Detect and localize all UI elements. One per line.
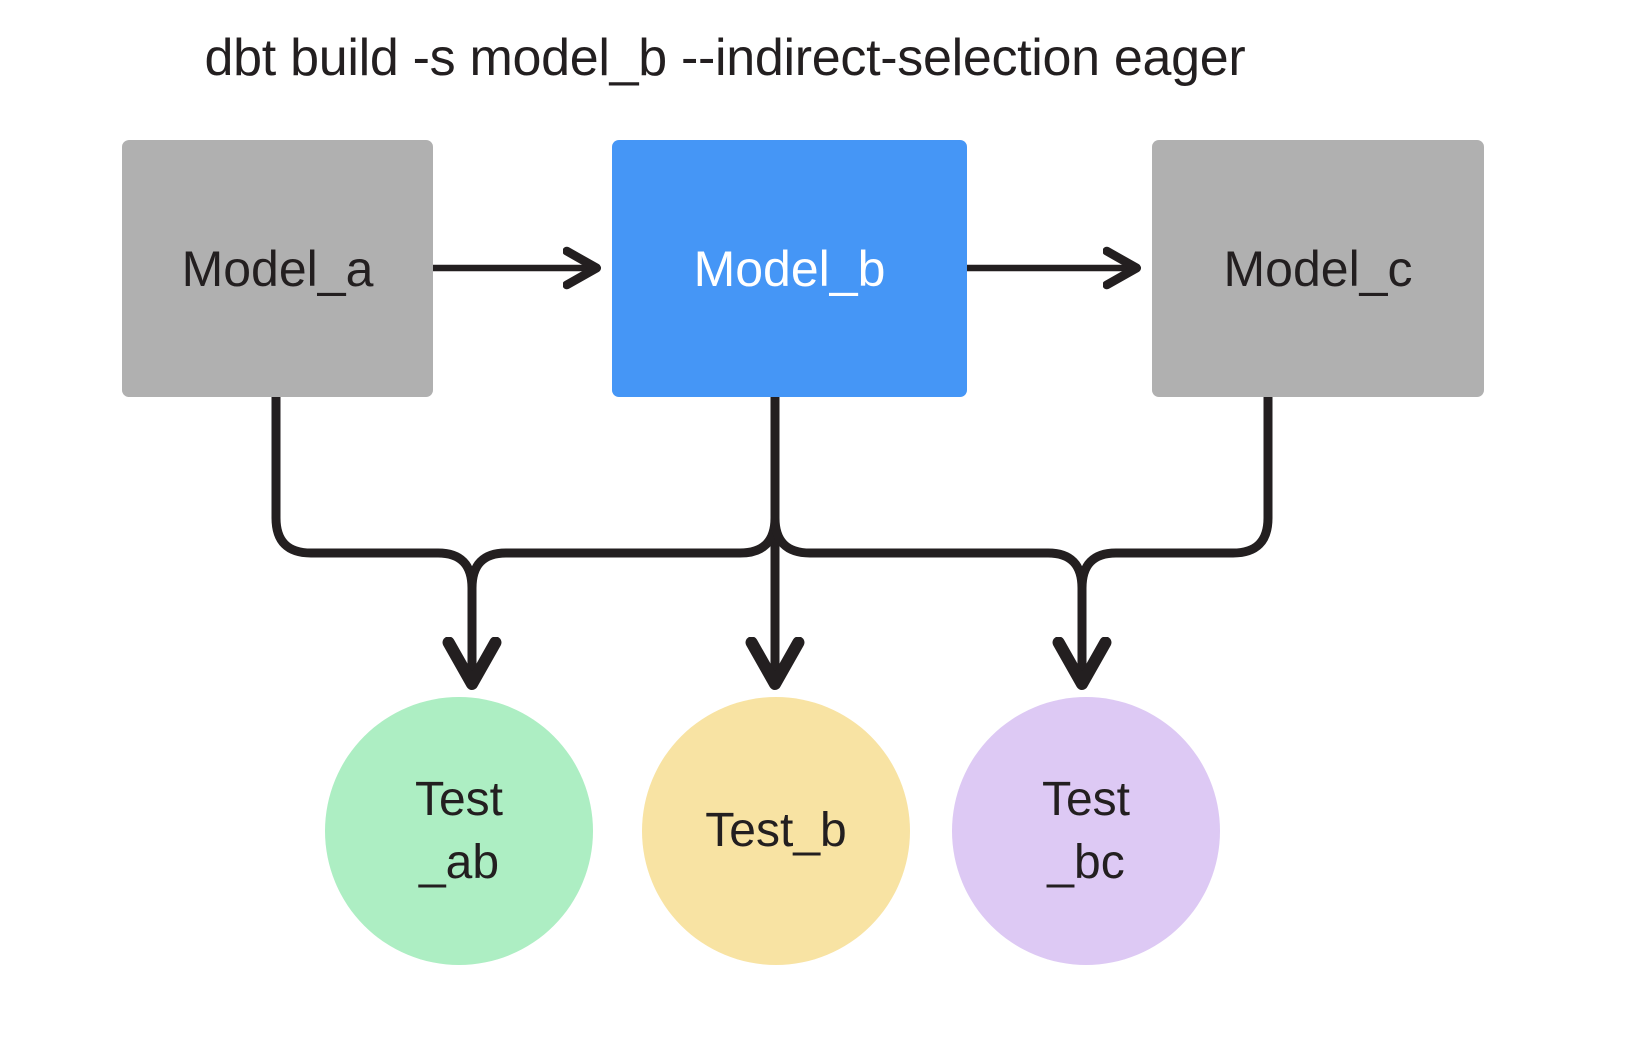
node-test-bc[interactable]: Test _bc (952, 697, 1220, 965)
edge-model-a-to-test-ab (271, 397, 472, 683)
node-model-c-label: Model_c (1223, 240, 1413, 297)
node-test-ab-label-line1: Test (414, 772, 504, 826)
node-test-ab-label-line2: _ab (418, 836, 500, 889)
edge-model-b-to-test-bc (770, 397, 1082, 683)
node-test-b[interactable]: Test_b (642, 697, 910, 965)
edge-model-b-to-test-ab (467, 397, 780, 589)
node-model-c[interactable]: Model_c (1152, 140, 1484, 397)
diagram-title: dbt build -s model_b --indirect-selectio… (204, 29, 1246, 87)
node-test-bc-label-line2: _bc (1047, 836, 1125, 889)
edge-model-c-to-test-bc (1077, 397, 1273, 589)
node-model-b-label: Model_b (693, 240, 886, 297)
node-test-ab[interactable]: Test _ab (325, 697, 593, 965)
node-model-b[interactable]: Model_b (612, 140, 967, 397)
node-test-bc-label-line1: Test (1041, 772, 1131, 826)
node-model-a[interactable]: Model_a (122, 140, 433, 397)
node-model-a-label: Model_a (181, 240, 374, 297)
node-test-b-label-line1: Test_b (705, 804, 847, 858)
